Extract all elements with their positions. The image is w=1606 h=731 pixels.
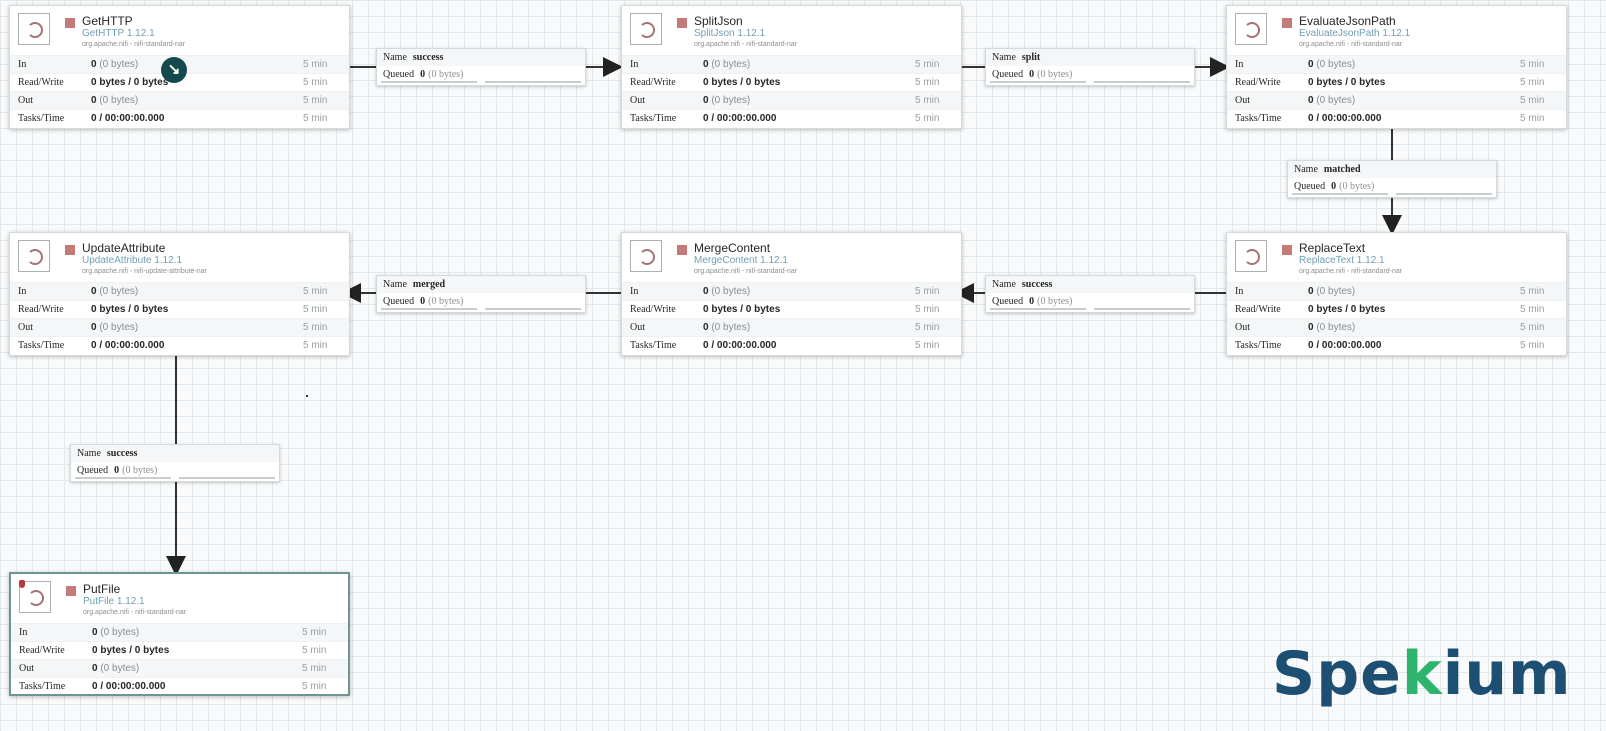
processor-bundle: org.apache.nifi - nifi-update-attribute-… — [82, 268, 207, 275]
processor-evaluatejsonpath[interactable]: EvaluateJsonPath EvaluateJsonPath 1.12.1… — [1226, 5, 1567, 129]
queue-progress-bar — [75, 477, 275, 479]
queue-progress-bar — [1292, 193, 1492, 195]
processor-type: MergeContent 1.12.1 — [694, 255, 788, 266]
queue-progress-bar — [990, 81, 1190, 83]
processor-icon — [1235, 13, 1267, 45]
stopped-square-icon — [677, 245, 687, 255]
processor-icon — [630, 240, 662, 272]
processor-bundle: org.apache.nifi - nifi-standard-nar — [1299, 268, 1403, 275]
processor-name: PutFile — [83, 582, 121, 596]
processor-name: ReplaceText — [1299, 241, 1366, 255]
processor-icon — [19, 581, 51, 613]
queue-progress-bar — [381, 81, 581, 83]
processor-name: MergeContent — [694, 241, 771, 255]
invalid-warning-icon — [19, 580, 25, 588]
processor-bundle: org.apache.nifi - nifi-standard-nar — [694, 41, 798, 48]
processor-mergecontent[interactable]: MergeContent MergeContent 1.12.1 org.apa… — [621, 232, 962, 356]
canvas-dot — [306, 395, 308, 397]
move-cursor-icon: ↘ — [161, 57, 187, 83]
processor-replacetext[interactable]: ReplaceText ReplaceText 1.12.1 org.apach… — [1226, 232, 1567, 356]
processor-splitjson[interactable]: SplitJson SplitJson 1.12.1 org.apache.ni… — [621, 5, 962, 129]
processor-icon — [18, 240, 50, 272]
processor-icon — [630, 13, 662, 45]
processor-type: UpdateAttribute 1.12.1 — [82, 255, 183, 266]
processor-bundle: org.apache.nifi - nifi-standard-nar — [83, 609, 187, 616]
processor-icon — [18, 13, 50, 45]
processor-name: UpdateAttribute — [82, 241, 166, 255]
processor-bundle: org.apache.nifi - nifi-standard-nar — [1299, 41, 1403, 48]
processor-type: EvaluateJsonPath 1.12.1 — [1299, 28, 1411, 39]
stopped-square-icon — [65, 245, 75, 255]
processor-name: EvaluateJsonPath — [1299, 14, 1396, 28]
processor-putfile[interactable]: PutFile PutFile 1.12.1 org.apache.nifi -… — [9, 572, 350, 696]
processor-icon — [1235, 240, 1267, 272]
processor-type: PutFile 1.12.1 — [83, 596, 145, 607]
stopped-square-icon — [66, 586, 76, 596]
stopped-square-icon — [1282, 245, 1292, 255]
processor-updateattribute[interactable]: UpdateAttribute UpdateAttribute 1.12.1 o… — [9, 232, 350, 356]
processor-gethttp[interactable]: GetHTTP GetHTTP 1.12.1 org.apache.nifi -… — [9, 5, 350, 129]
processor-bundle: org.apache.nifi - nifi-standard-nar — [82, 41, 186, 48]
processor-name: GetHTTP — [82, 14, 133, 28]
queue-progress-bar — [990, 308, 1190, 310]
processor-type: ReplaceText 1.12.1 — [1299, 255, 1385, 266]
stopped-square-icon — [1282, 18, 1292, 28]
processor-type: GetHTTP 1.12.1 — [82, 28, 155, 39]
stopped-square-icon — [677, 18, 687, 28]
stopped-square-icon — [65, 18, 75, 28]
processor-type: SplitJson 1.12.1 — [694, 28, 766, 39]
queue-progress-bar — [381, 308, 581, 310]
processor-bundle: org.apache.nifi - nifi-standard-nar — [694, 268, 798, 275]
spekium-logo: Spekium — [1272, 639, 1572, 709]
processor-name: SplitJson — [694, 14, 743, 28]
